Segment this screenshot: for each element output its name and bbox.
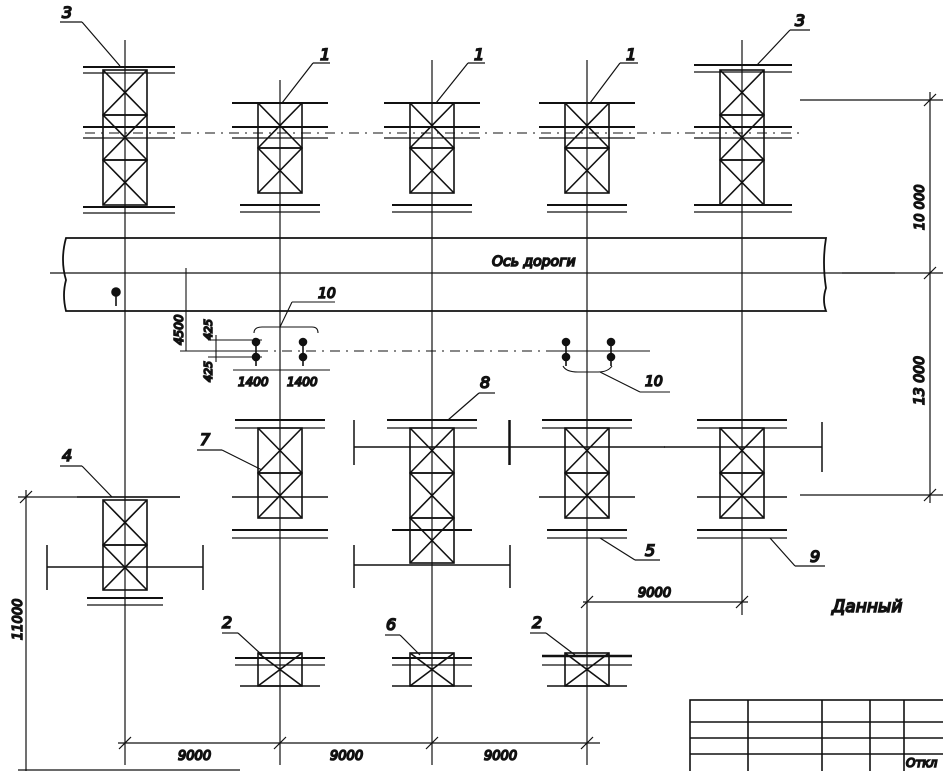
dim-right-9000: 9000 [638,586,671,601]
callout-1-b: 1 [474,45,484,64]
callout-2-right: 2 [532,613,542,632]
support-unit-6 [392,652,472,687]
dim-425-lower: 425 [202,361,215,382]
dim-mid-band: 13 000 [912,356,928,405]
road-strip [50,237,895,312]
callout-10-right: 10 [645,374,663,390]
right-dimension-chain [800,92,943,503]
support-unit-7 [232,419,328,539]
dim-425-upper: 425 [202,319,215,340]
support-unit-8 [353,419,511,588]
callout-2-left: 2 [222,613,232,632]
dim-1400-right: 1400 [287,375,318,389]
callout-5: 5 [645,541,655,560]
pile-group-right [555,337,670,393]
callout-1-a: 1 [320,45,330,64]
title-block-text: Откл [906,756,938,770]
support-unit-3-left [83,66,175,214]
road-axis-label: Ось дороги [492,254,576,270]
note-text: Данный [831,597,902,617]
callout-4: 4 [62,446,72,465]
callout-3-right: 3 [795,11,805,30]
support-unit-2-right [542,652,632,687]
callout-leaders [60,21,825,656]
callout-1-c: 1 [626,45,636,64]
callout-3-left: 3 [62,3,72,22]
support-unit-3-right [694,64,792,213]
callout-10-left: 10 [318,286,336,302]
column-axes [124,40,743,765]
support-unit-2-left [235,652,325,687]
callout-8: 8 [480,373,490,392]
dim-bottom-1: 9000 [178,749,211,764]
dim-bottom-2: 9000 [330,749,363,764]
right-spacing-dim [580,595,749,609]
dim-bottom-3: 9000 [484,749,517,764]
dim-left-band: 11000 [11,599,26,640]
dim-top-band: 10 000 [913,185,928,231]
dim-1400-left: 1400 [238,375,269,389]
pile-group-left [233,301,335,371]
support-unit-1-a [232,102,328,213]
title-block [689,699,943,771]
support-unit-1-b [384,102,480,213]
support-unit-5 [508,419,665,539]
support-unit-9 [664,419,823,539]
left-dimension-chain [18,490,240,771]
support-unit-4 [46,496,204,606]
bottom-dimension-chain [118,736,600,750]
support-unit-1-c [539,102,635,213]
dim-4500: 4500 [172,314,186,345]
callout-6: 6 [386,615,396,634]
pile-offset-dims [180,268,262,362]
callout-9: 9 [810,547,820,566]
callout-7: 7 [200,430,211,449]
